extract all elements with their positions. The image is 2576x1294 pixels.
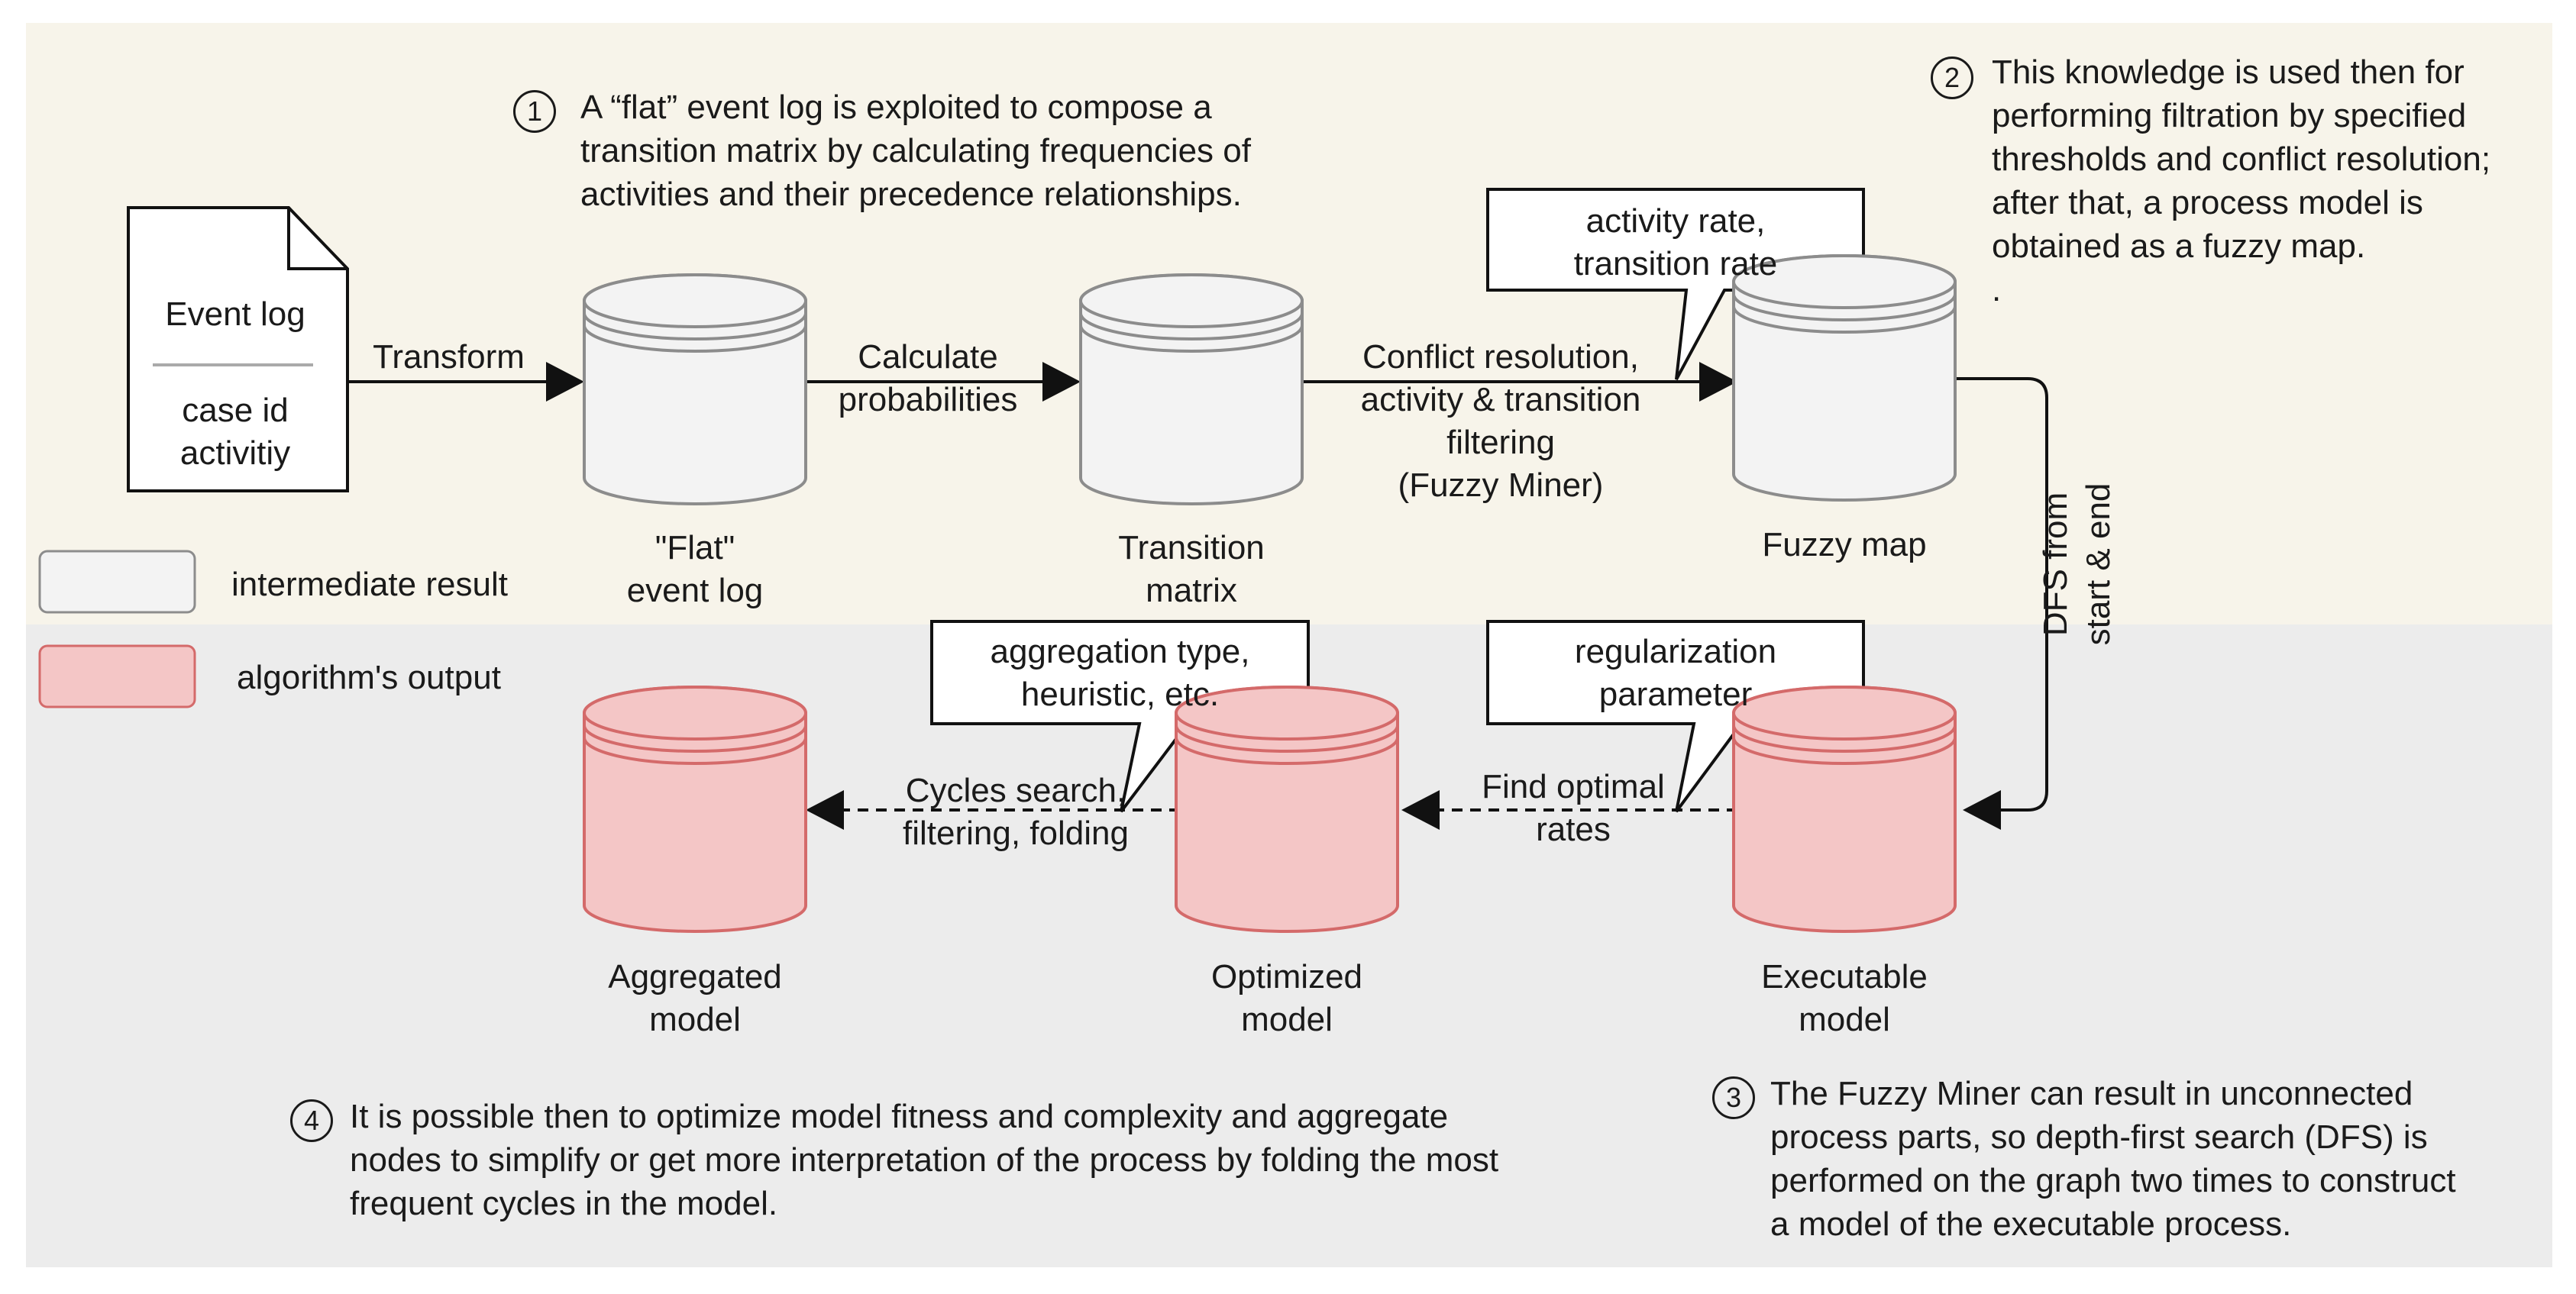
node-label-optimized-model: Optimized model [1210, 958, 1363, 1038]
callout-regularization-shape [1486, 620, 1865, 813]
callout-regularization-text: regularization parameter [1574, 633, 1777, 713]
event-log-document-fold [287, 208, 347, 270]
node-label-transition-matrix: Transition matrix [1118, 529, 1265, 609]
event-log-field-case-id: case id [182, 392, 289, 429]
edge-label-dfs: DFS from start & end [2037, 482, 2117, 646]
edge-label-calculate: Calculate probabilities [838, 338, 1018, 418]
callout-aggregation-text: aggregation type, heuristic, etc. [990, 633, 1250, 713]
note-2-text: This knowledge is used then for performi… [1992, 53, 2491, 308]
edge-dfs-line [1955, 377, 2048, 812]
edge-conflict-arrowhead [1699, 362, 1737, 402]
edge-label-conflict: Conflict resolution, activity & transiti… [1360, 338, 1641, 504]
note-3-text: The Fuzzy Miner can result in unconnecte… [1770, 1075, 2456, 1243]
legend-output-swatch [38, 644, 196, 708]
cylinder-fuzzy-map [1732, 254, 1957, 502]
edge-transform-arrowhead [546, 362, 584, 402]
legend-intermediate-swatch [38, 550, 196, 614]
cylinder-flat-log [583, 273, 807, 505]
edge-label-cycles: Cycles search, filtering, folding [903, 772, 1129, 852]
edge-label-transform: Transform [373, 338, 525, 376]
cylinder-aggregated-model [583, 686, 807, 933]
note-1-text: A “flat” event log is exploited to compo… [580, 89, 1251, 213]
note-4-number: 4 [290, 1099, 333, 1142]
event-log-field-activity: activitiy [179, 434, 291, 472]
node-label-executable-model: Executable model [1761, 958, 1928, 1038]
note-3-number: 3 [1712, 1076, 1755, 1119]
node-label-fuzzy-map: Fuzzy map [1762, 526, 1927, 563]
note-4-text: It is possible then to optimize model fi… [350, 1098, 1499, 1222]
legend-intermediate-label: intermediate result [231, 566, 508, 603]
edge-dfs-arrowhead [1963, 790, 2001, 830]
edge-calculate-arrowhead [1042, 362, 1081, 402]
edge-label-find-optimal: Find optimal rates [1482, 768, 1665, 848]
callout-rates-shape [1486, 188, 1865, 380]
cylinder-transition-matrix [1079, 273, 1304, 505]
cylinder-optimized-model [1175, 686, 1399, 933]
callout-rates-text: activity rate, transition rate [1573, 202, 1778, 282]
event-log-title: Event log [165, 295, 305, 333]
callout-aggregation-shape [930, 620, 1310, 813]
event-log-document-shape [127, 206, 349, 492]
cylinder-executable-model [1732, 686, 1957, 933]
note-1-number: 1 [513, 90, 556, 133]
note-2-number: 2 [1931, 56, 1973, 99]
node-label-flat-log: "Flat" event log [626, 529, 764, 609]
edge-find-optimal-arrowhead [1401, 790, 1440, 830]
legend-output-label: algorithm's output [237, 659, 501, 696]
node-label-aggregated-model: Aggregated model [608, 958, 782, 1038]
edge-cycles-arrowhead [806, 790, 844, 830]
